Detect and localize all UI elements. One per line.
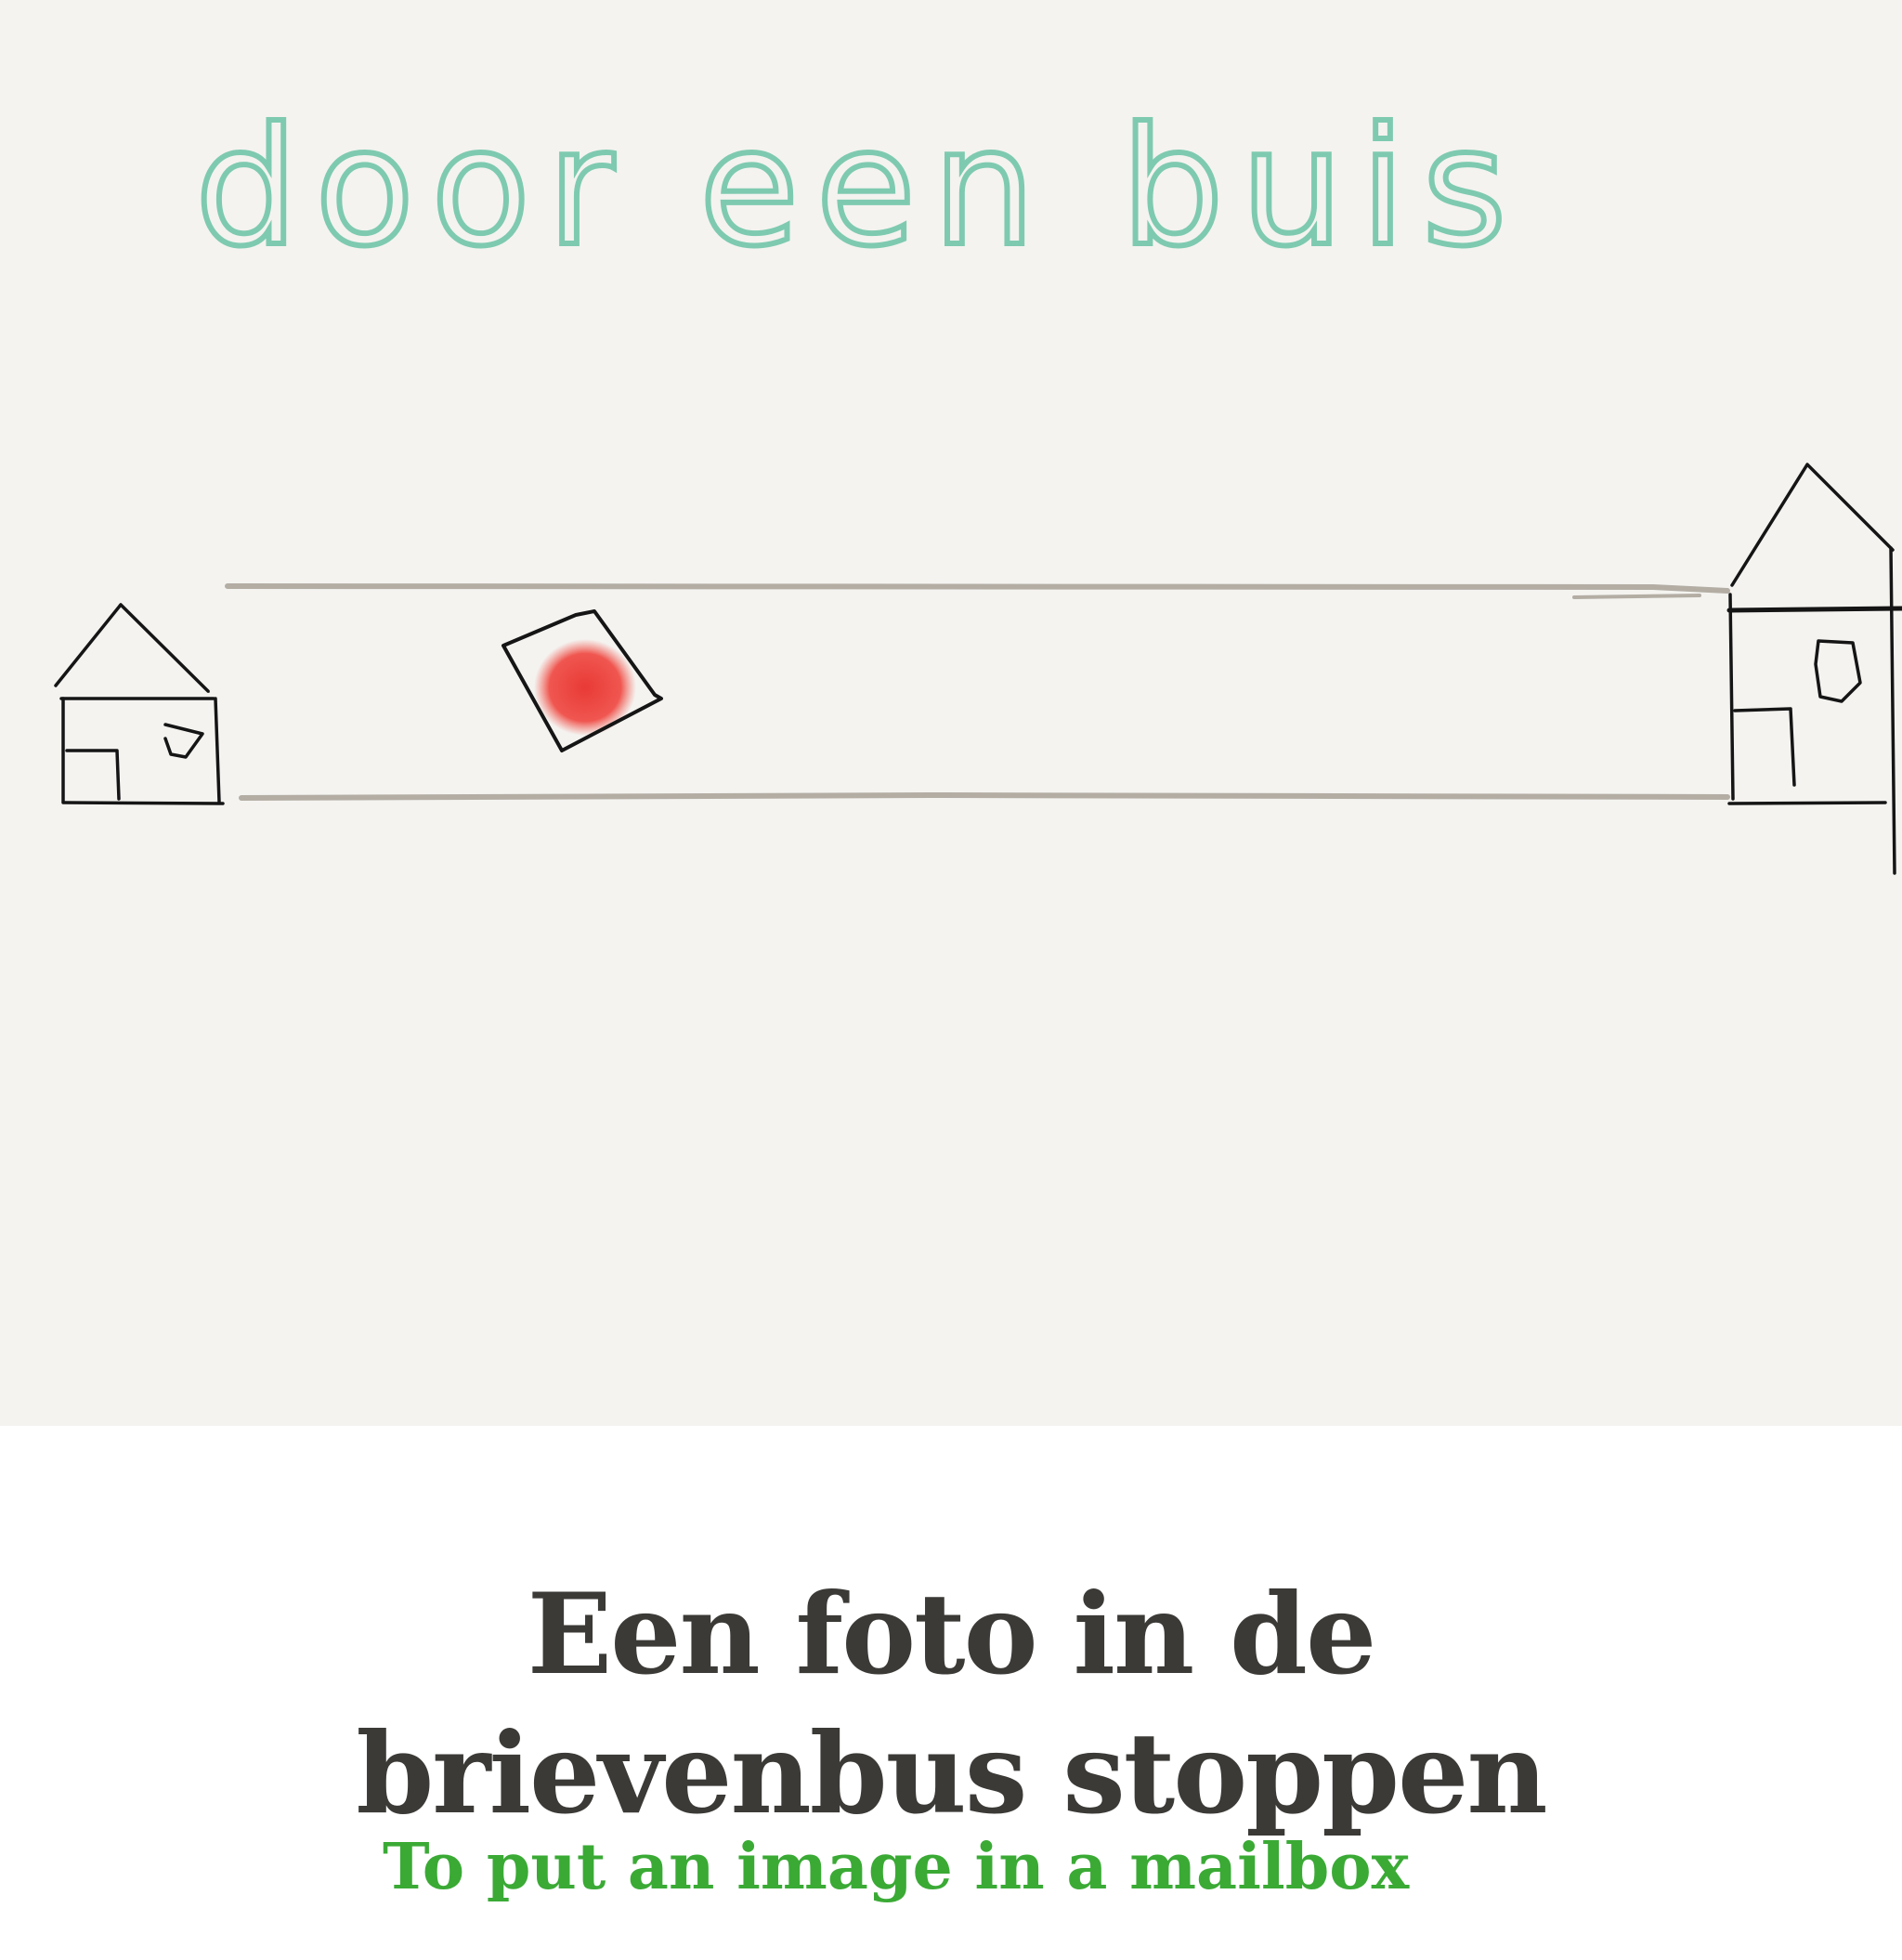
sketch-illustration: door een buis — [0, 0, 1902, 1426]
house-tall-icon — [1726, 463, 1902, 875]
tube — [225, 583, 1730, 801]
handwritten-text: door een buis — [195, 94, 1523, 282]
house-small-icon — [54, 603, 225, 805]
subtitle-translation: To put an image in a mailbox — [383, 1830, 1410, 1904]
photo-icon — [502, 609, 663, 752]
sketch-drawing: door een buis — [54, 91, 1902, 875]
